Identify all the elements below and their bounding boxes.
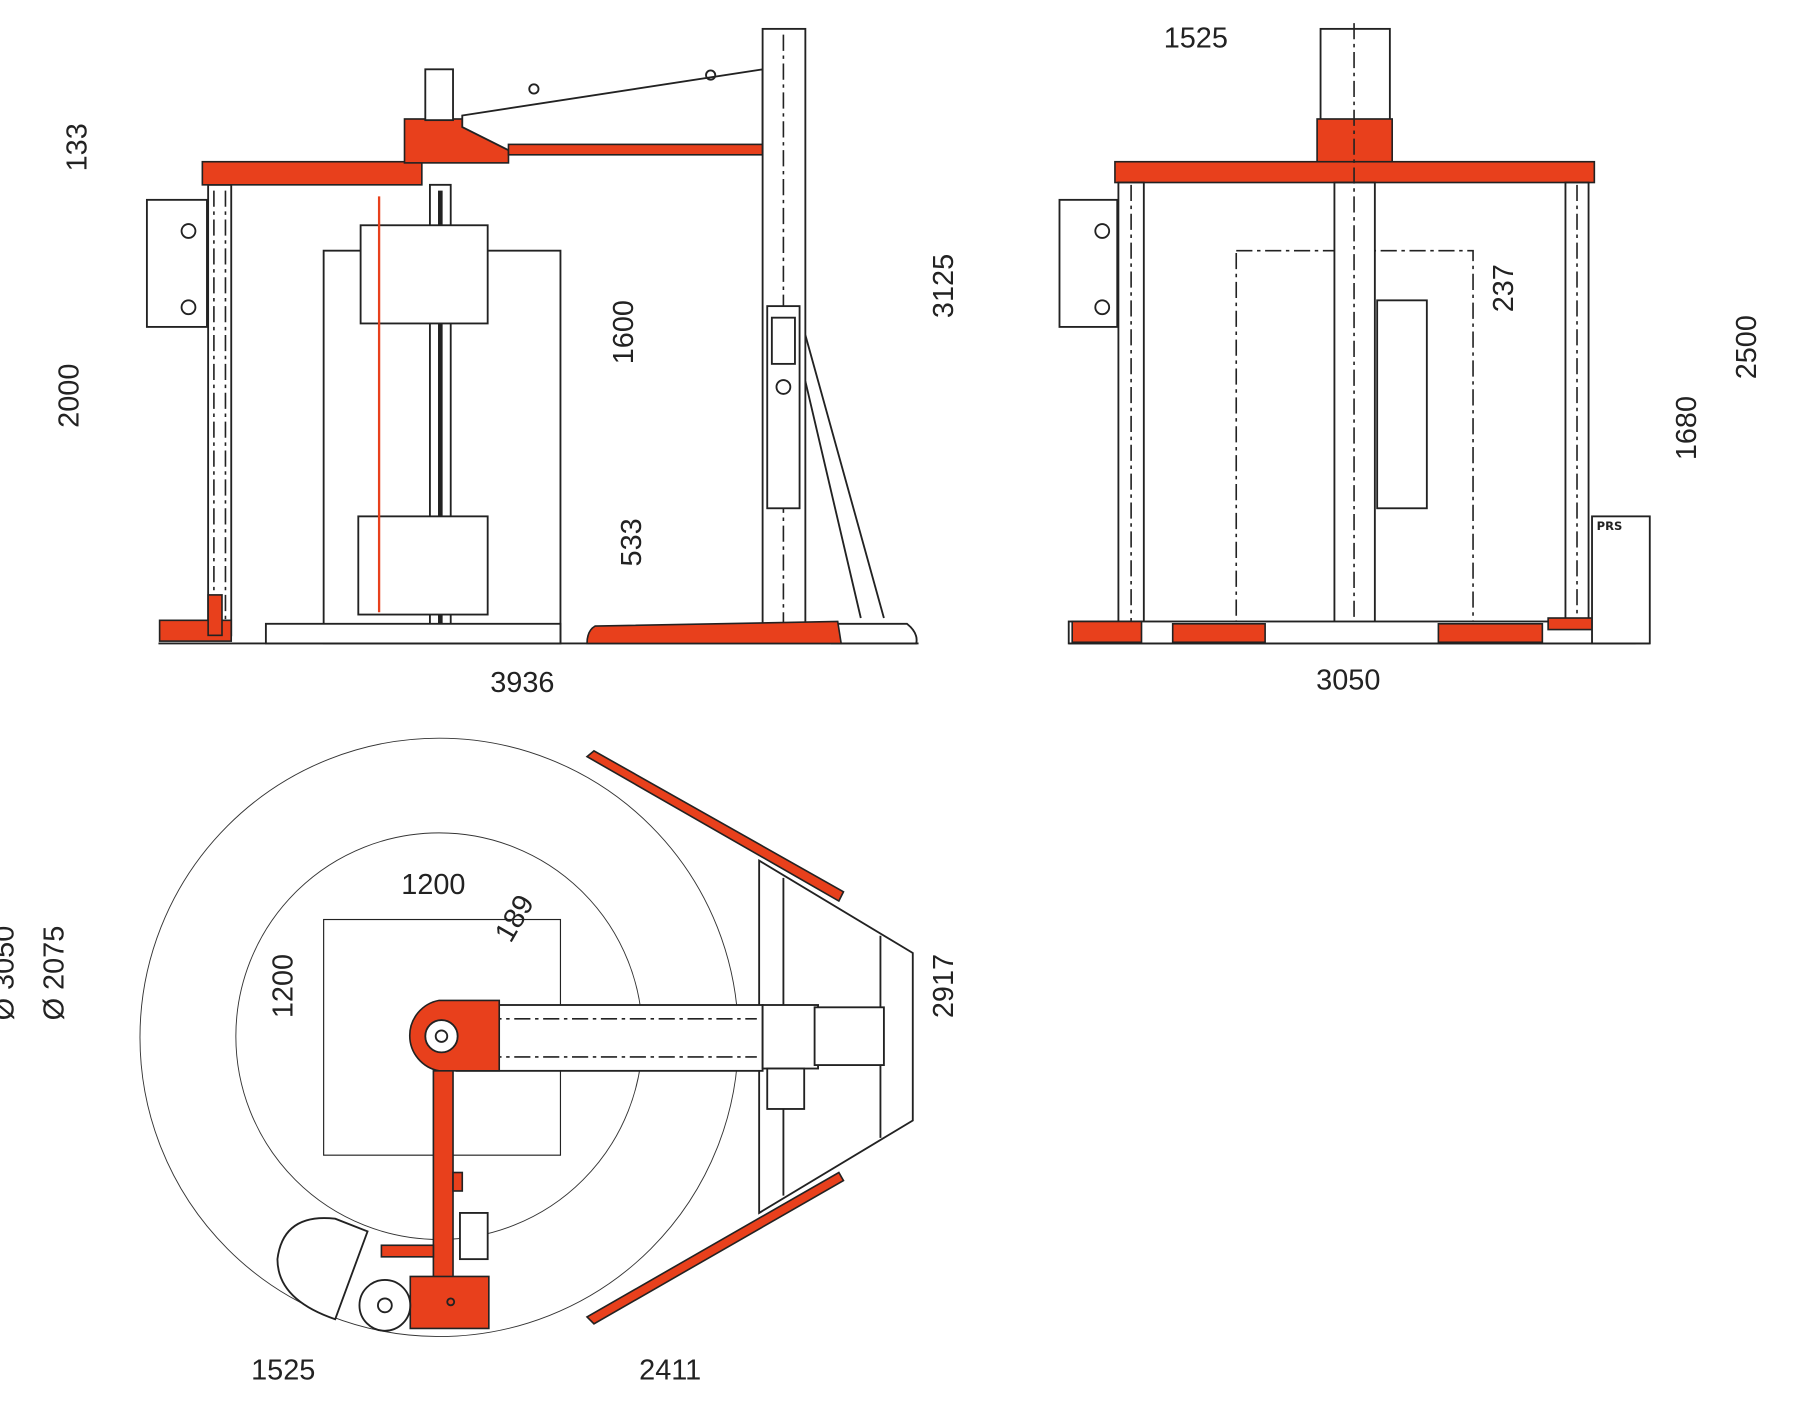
boom-rail [507, 143, 764, 156]
dim-2917: 2917 [928, 954, 960, 1018]
dim-3125: 3125 [928, 254, 960, 318]
film-roll-box [1058, 198, 1119, 328]
mast-top-plate [761, 1004, 819, 1070]
roller [180, 223, 197, 239]
side-view: PRS 1525 237 2500 1680 3050 [1058, 22, 1763, 697]
film-roll [276, 1217, 369, 1321]
dim-237: 237 [1488, 264, 1520, 312]
vertical-arm [432, 1070, 454, 1280]
boom [461, 68, 764, 152]
emergency-stop [775, 379, 792, 395]
roller [1094, 223, 1111, 239]
boom-eye [705, 69, 717, 81]
left-foot [1071, 620, 1143, 644]
dim-3936: 3936 [490, 667, 554, 699]
left-column [207, 183, 233, 637]
film-roll-box [145, 198, 208, 328]
front-view: 133 2000 1600 533 3125 3936 [54, 27, 960, 699]
arm-tab [452, 1171, 464, 1192]
carriage-bolt [446, 1297, 456, 1307]
diagonal-strut [804, 334, 885, 619]
base [586, 620, 843, 645]
dim-1200-width: 1200 [401, 869, 465, 901]
dim-1525: 1525 [1164, 22, 1228, 54]
lower-carriage [357, 515, 489, 616]
dim-outer-diameter: Ø 3050 [0, 926, 21, 1021]
dim-inner-diameter: Ø 2075 [38, 926, 70, 1021]
base-extension [830, 622, 918, 645]
left-foot-bracket [207, 594, 223, 637]
dim-3050: 3050 [1316, 665, 1380, 697]
dim-133: 133 [62, 123, 94, 171]
dim-533: 533 [616, 518, 648, 566]
pallet [264, 622, 562, 645]
dim-1680: 1680 [1671, 396, 1703, 460]
dim-189: 189 [489, 890, 541, 948]
mast-top [1319, 27, 1391, 123]
horizontal-arm [455, 1004, 764, 1072]
film-reel [358, 1279, 412, 1332]
panel-buttons [770, 316, 796, 365]
prs-cabinet [1591, 515, 1651, 645]
dim-2411: 2411 [639, 1354, 701, 1386]
dim-1600: 1600 [608, 300, 640, 364]
dim-1200-depth: 1200 [267, 954, 299, 1018]
top-arm [201, 160, 423, 186]
carriage-box [409, 1275, 490, 1330]
base-rail [1171, 622, 1266, 644]
brand-plate: PRS [1597, 519, 1623, 533]
film-bracket [380, 1244, 435, 1258]
lower-fork-rail [585, 1171, 845, 1325]
upper-fork-rail [585, 749, 845, 903]
roller [1094, 299, 1111, 316]
motor [424, 68, 454, 122]
dim-2500: 2500 [1731, 315, 1763, 379]
control-box [1376, 299, 1428, 510]
base-rail [1437, 622, 1544, 644]
upper-carriage [359, 224, 489, 325]
diagonal-strut [804, 380, 862, 619]
mast-bracket [813, 1006, 885, 1066]
dim-2000: 2000 [54, 364, 86, 428]
hub-bearing [424, 1019, 459, 1054]
roller [180, 299, 197, 316]
boom-eye [528, 83, 540, 95]
film-reel-core [377, 1297, 393, 1314]
dim-1525: 1525 [251, 1354, 315, 1386]
hub-center [434, 1029, 449, 1043]
mast-motor [766, 1067, 806, 1110]
carriage-motor [459, 1212, 489, 1261]
top-view: 1200 189 1200 Ø 3050 Ø 2075 2917 1525 24… [0, 737, 960, 1386]
